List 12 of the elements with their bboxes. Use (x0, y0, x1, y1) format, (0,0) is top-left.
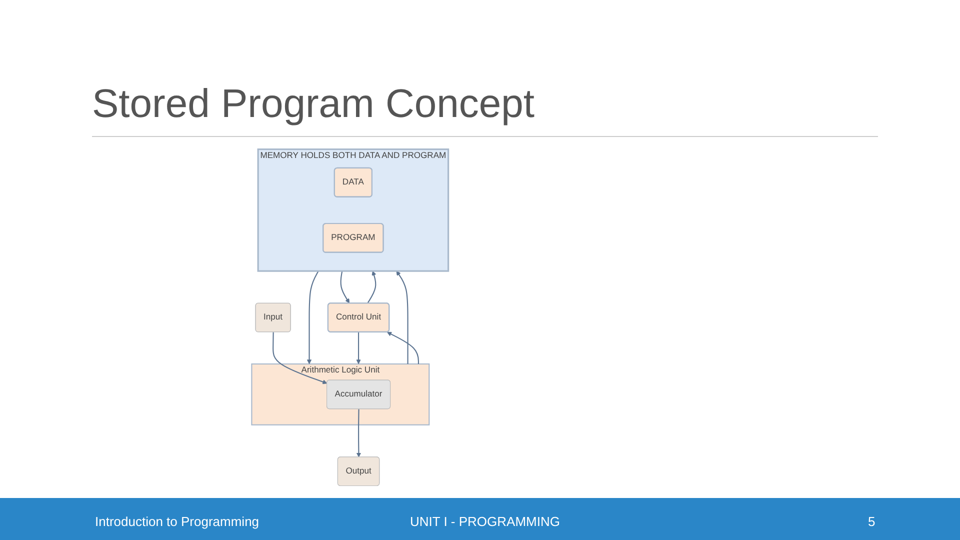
arrow (396, 270, 408, 364)
arrow (272, 332, 328, 384)
page-number: 5 (868, 514, 876, 529)
arrow (306, 270, 319, 364)
arrow (340, 270, 350, 304)
arrow (367, 270, 376, 304)
arrow (356, 409, 362, 458)
arrow (386, 332, 419, 364)
footer-text: Introduction to Programming (95, 514, 260, 529)
slide-title: Stored Program Concept (92, 82, 534, 127)
arrow (356, 332, 361, 364)
footer-text: UNIT I - PROGRAMMING (410, 514, 560, 529)
